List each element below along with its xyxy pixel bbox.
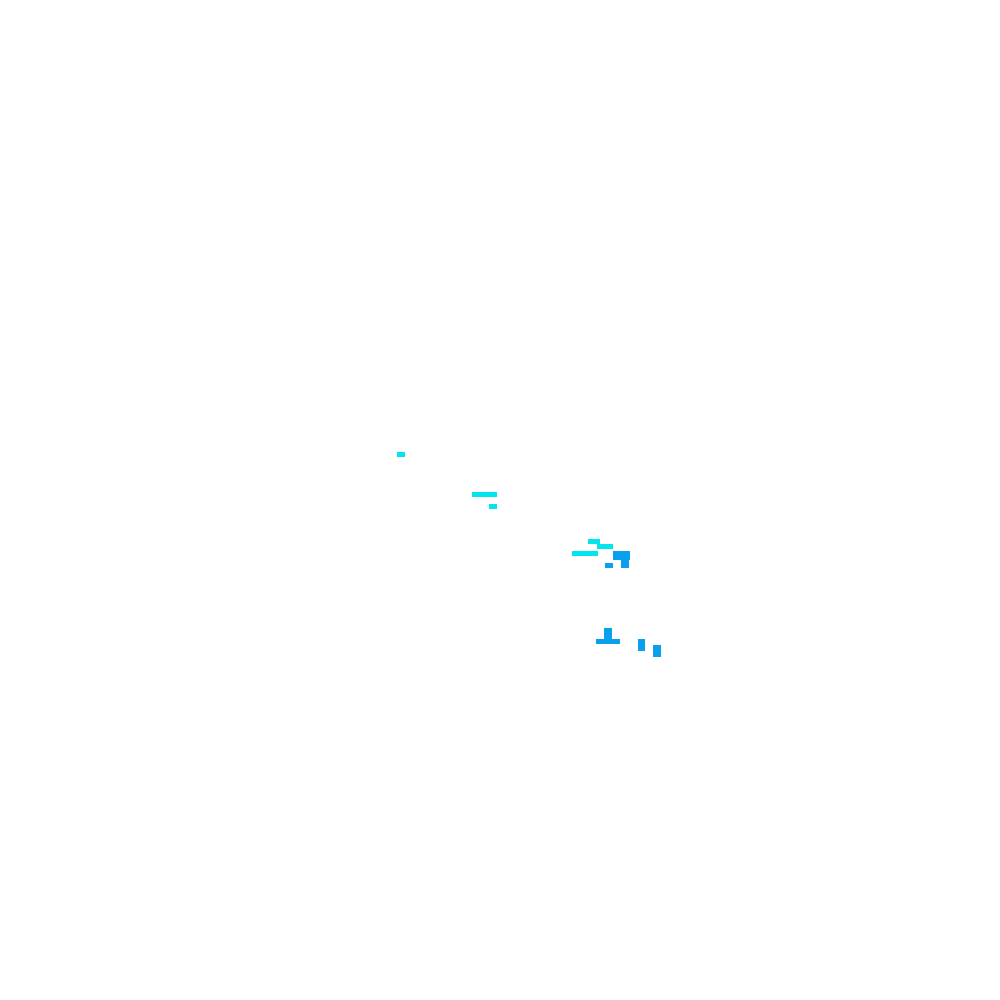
blue-fragment — [613, 551, 630, 560]
cyan-fragment — [588, 539, 600, 544]
cyan-fragment — [397, 452, 405, 457]
blue-fragment — [638, 639, 645, 651]
cyan-fragment — [572, 551, 598, 556]
cyan-fragment — [489, 504, 497, 509]
blue-fragment — [596, 639, 620, 644]
cyan-fragment — [472, 492, 497, 497]
cyan-fragment — [597, 544, 613, 549]
blue-fragment — [604, 628, 612, 640]
blue-fragment — [605, 563, 613, 568]
blue-fragment — [621, 560, 629, 568]
blue-fragment — [653, 645, 661, 657]
